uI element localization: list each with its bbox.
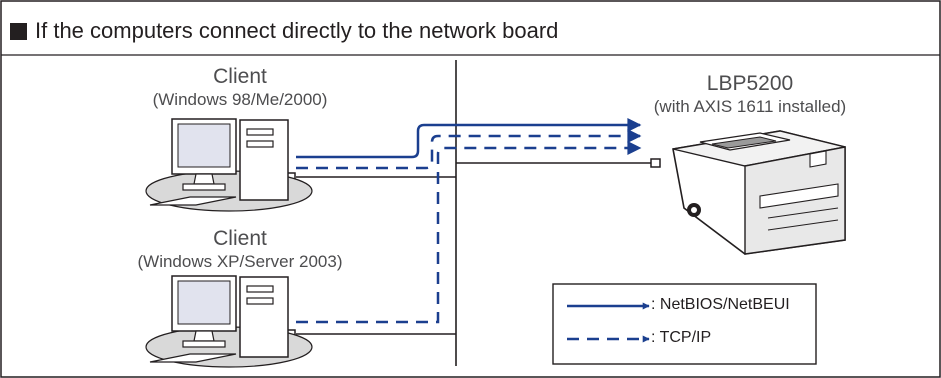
client-bottom-name: Client (213, 227, 267, 250)
client-top-os: (Windows 98/Me/2000) (152, 90, 328, 109)
tcpip-route-bottom (296, 141, 642, 324)
client-top-label: Client (Windows 98/Me/2000) (140, 65, 340, 111)
printer-label: LBP5200 (with AXIS 1611 installed) (630, 72, 870, 118)
connector-icon (650, 158, 661, 168)
printer-note: (with AXIS 1611 installed) (653, 97, 847, 116)
heading-text: If the computers connect directly to the… (35, 18, 559, 43)
legend-label-tcpip: : TCP/IP (651, 329, 712, 346)
tcpip-route-top (296, 129, 642, 170)
printer-icon (672, 130, 846, 255)
client-top-name: Client (213, 65, 267, 88)
netbios-route (296, 118, 642, 159)
computer-icon (145, 275, 313, 368)
bullet-square-icon (10, 22, 27, 40)
section-heading: If the computers connect directly to the… (10, 18, 558, 44)
client-bottom-label: Client (Windows XP/Server 2003) (110, 227, 370, 273)
legend-box (552, 283, 817, 365)
printer-name: LBP5200 (706, 72, 794, 95)
legend-label-netbios: : NetBIOS/NetBEUI (651, 296, 790, 313)
computer-icon (145, 118, 313, 212)
client-bottom-os: (Windows XP/Server 2003) (137, 252, 343, 271)
